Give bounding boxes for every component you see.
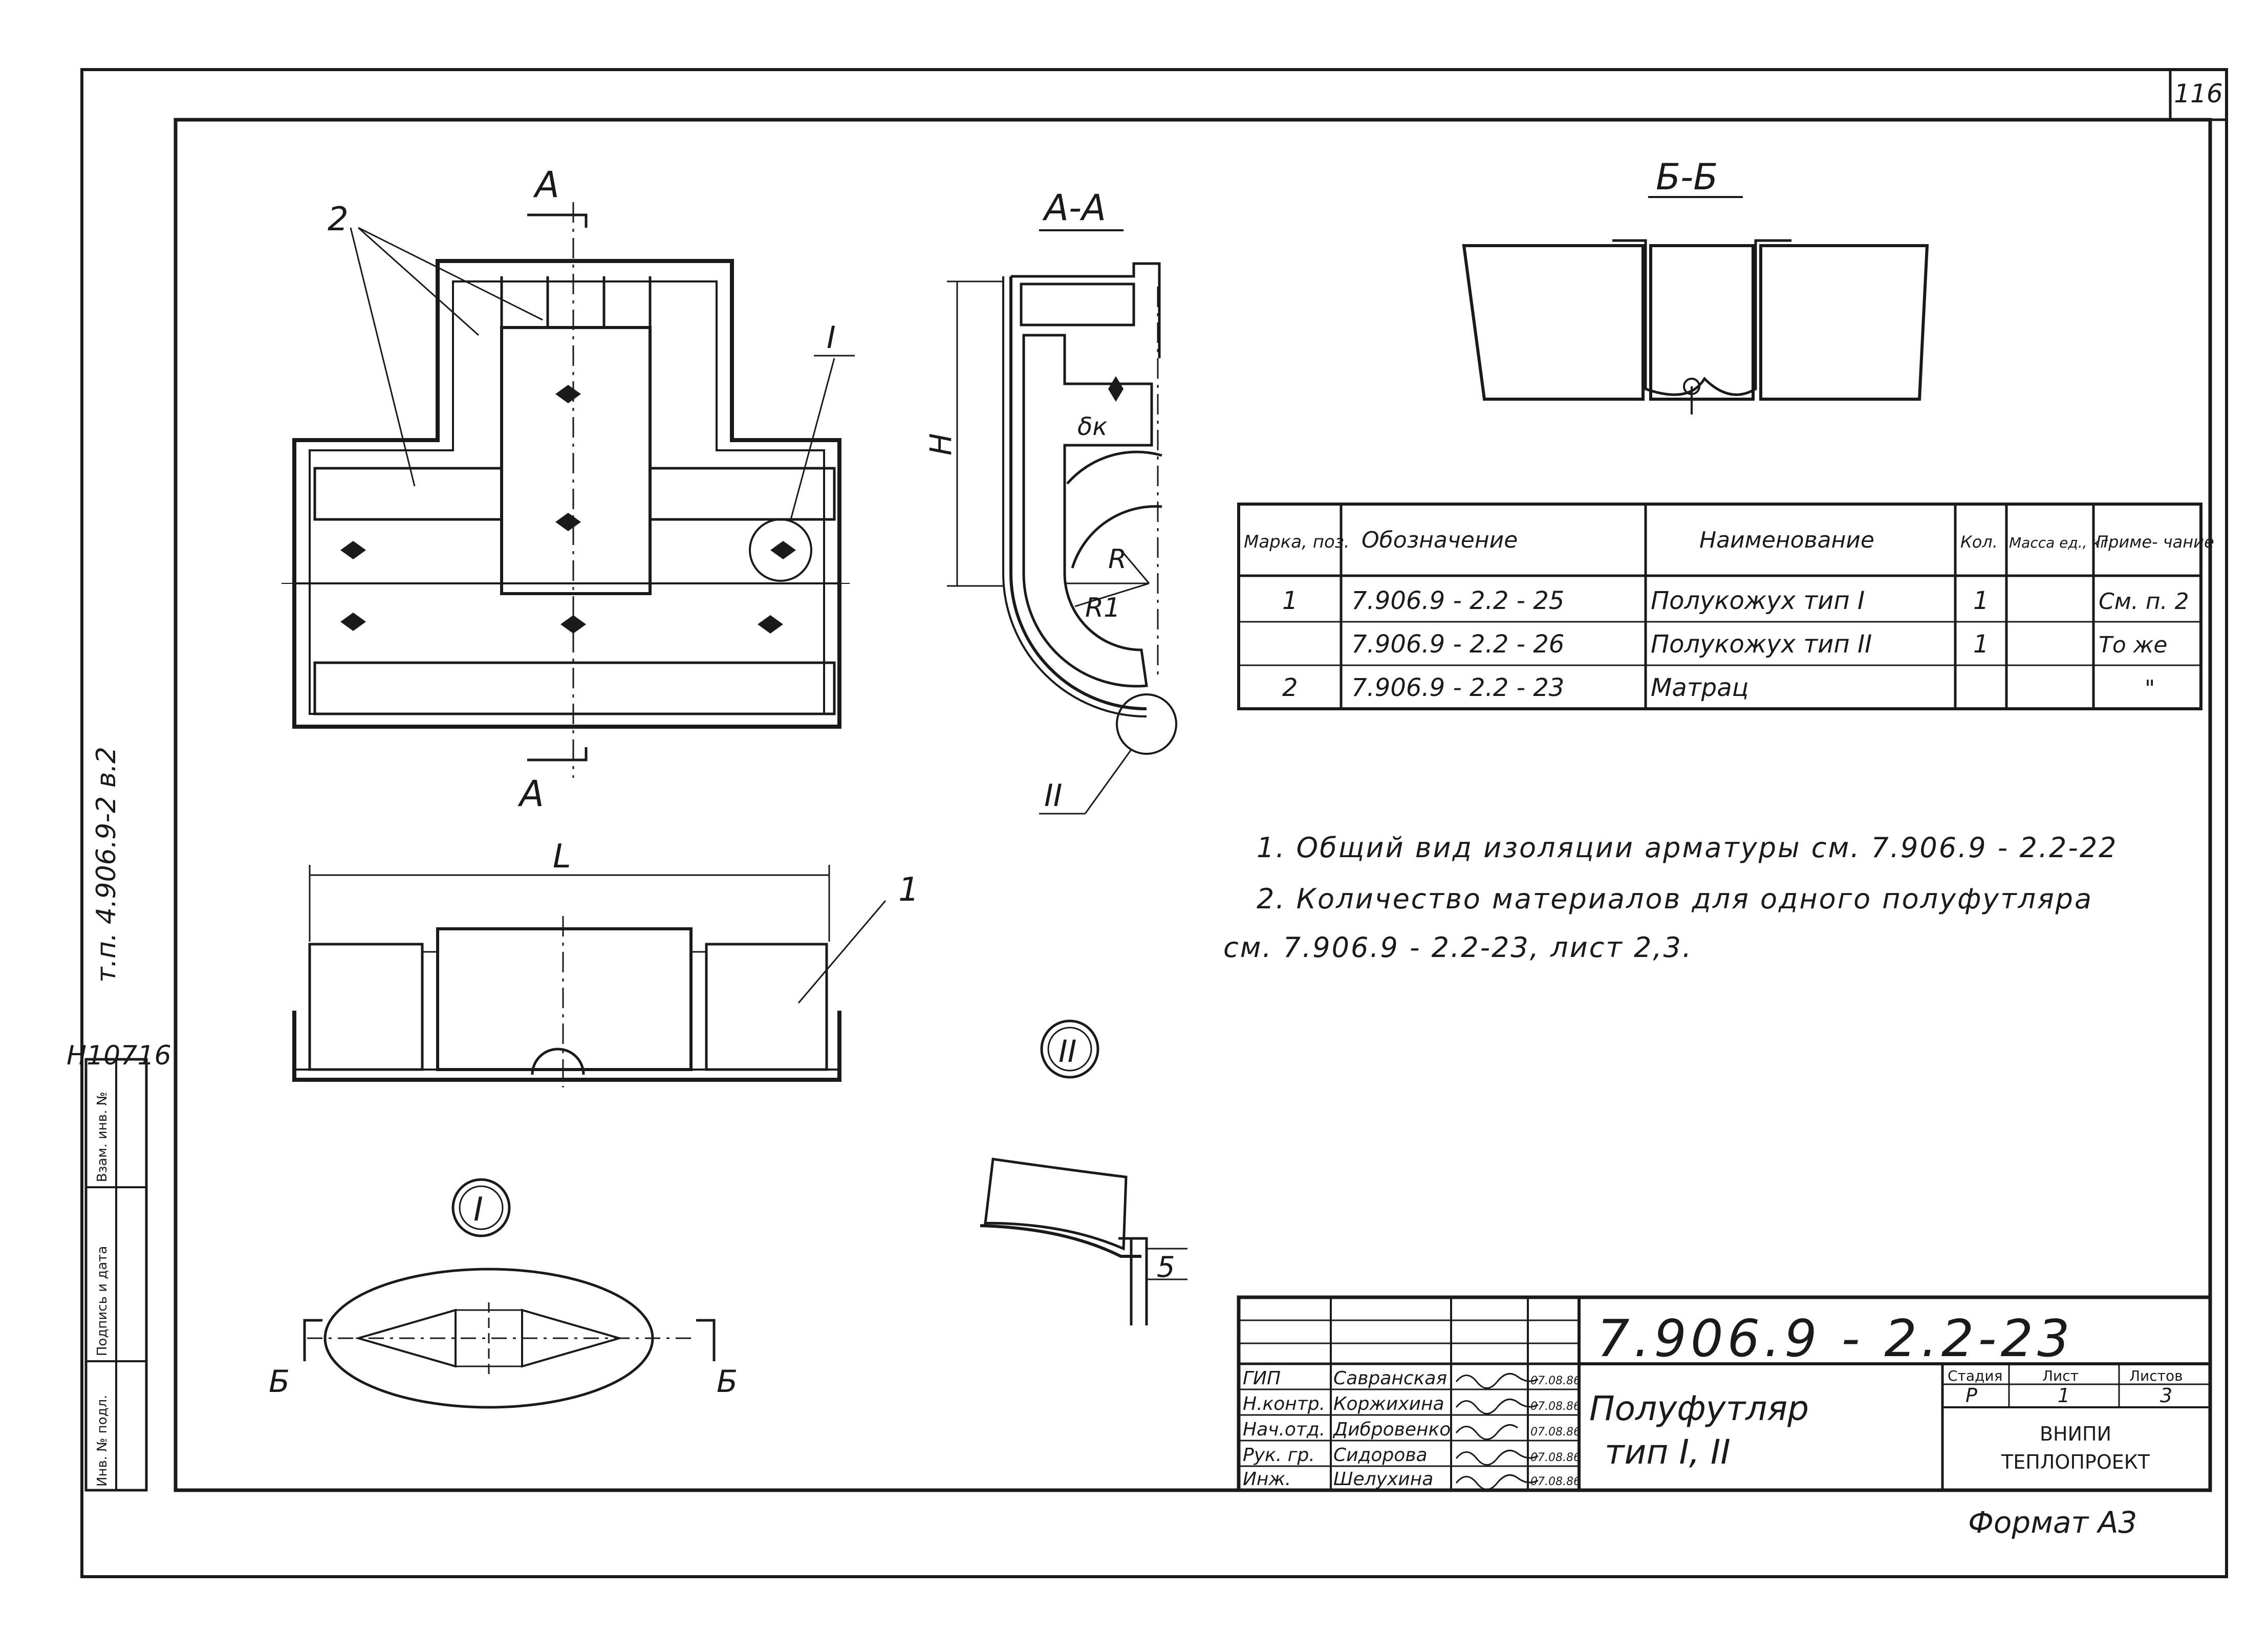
detail-2-marker: II bbox=[1059, 1034, 1076, 1070]
elevation-callout-1: 1 bbox=[898, 871, 919, 909]
stage-header: Стадия bbox=[1948, 1367, 2002, 1384]
plan-cut-label-top: А bbox=[533, 164, 559, 206]
staff-date: 07.08.86 bbox=[1530, 1475, 1581, 1488]
spec-cell: 7.906.9 - 2.2 - 26 bbox=[1351, 630, 1564, 659]
sheet-value: 1 bbox=[2058, 1384, 2070, 1407]
staff-row: Рук. гр. Сидорова 07.08.86 bbox=[1243, 1445, 1581, 1466]
signatures bbox=[1455, 1372, 1539, 1490]
staff-row: Инж. Шелухина 07.08.86 bbox=[1243, 1469, 1581, 1490]
section-aa-dim-H: H bbox=[923, 433, 958, 455]
document-title-line-2: тип I, II bbox=[1605, 1432, 1731, 1472]
plan-cut-label-bottom: А bbox=[517, 773, 544, 815]
spec-cell: " bbox=[2145, 676, 2155, 702]
elevation-view bbox=[292, 865, 887, 1087]
staff-date: 07.08.86 bbox=[1530, 1426, 1581, 1439]
staff-date: 07.08.86 bbox=[1530, 1451, 1581, 1464]
section-aa-detail-marker: II bbox=[1044, 778, 1062, 814]
note-1: 1. Общий вид изоляции арматуры см. 7.906… bbox=[1257, 832, 2118, 864]
detail-1-marker: I bbox=[473, 1191, 483, 1229]
staff-role: Инж. bbox=[1243, 1469, 1291, 1490]
spec-header-note: Приме- чание bbox=[2096, 532, 2214, 552]
section-aa-title: А-А bbox=[1042, 187, 1106, 229]
section-bb bbox=[1462, 196, 1929, 415]
sheet-header: Лист bbox=[2042, 1367, 2079, 1384]
stage-value: Р bbox=[1965, 1384, 1977, 1407]
spec-cell: Полукожух тип II bbox=[1651, 630, 1872, 659]
staff-name: Шелухина bbox=[1333, 1469, 1433, 1490]
staff-role: Нач.отд. bbox=[1243, 1419, 1325, 1440]
section-aa-radius-inner: R1 bbox=[1085, 593, 1120, 623]
note-2: 2. Количество материалов для одного полу… bbox=[1257, 883, 2093, 915]
staff-role: ГИП bbox=[1243, 1368, 1281, 1389]
document-title-line-1: Полуфутляр bbox=[1589, 1389, 1809, 1428]
spec-cell: 7.906.9 - 2.2 - 25 bbox=[1351, 586, 1564, 615]
spec-cell: То же bbox=[2099, 632, 2168, 658]
staff-name: Сидорова bbox=[1333, 1445, 1428, 1466]
spec-table-grid bbox=[1237, 503, 2202, 710]
spec-header-mark: Марка, поз. bbox=[1244, 532, 1350, 552]
section-aa-radius: R bbox=[1108, 544, 1127, 575]
spec-table-row: 7.906.9 - 2.2 - 26 Полукожух тип II 1 То… bbox=[1351, 630, 2168, 659]
title-block-grid bbox=[1237, 1295, 2212, 1492]
staff-row: ГИП Савранская 07.08.86 bbox=[1243, 1368, 1581, 1389]
spec-table-row: 2 7.906.9 - 2.2 - 23 Матрац " bbox=[1282, 673, 2155, 702]
spec-cell: 1 bbox=[1973, 630, 1989, 659]
side-inventory-label: Н10716 bbox=[67, 1040, 171, 1071]
side-series-label: т.п. 4.906.9-2 в.2 bbox=[91, 747, 122, 983]
detail-1 bbox=[303, 1178, 716, 1409]
staff-date: 07.08.86 bbox=[1530, 1400, 1581, 1413]
spec-table-header: Марка, поз. Обозначение Наименование Кол… bbox=[1244, 527, 2214, 553]
spec-header-designation: Обозначение bbox=[1362, 527, 1518, 553]
spec-cell: См. п. 2 bbox=[2099, 589, 2189, 615]
org-line-2: ТЕПЛОПРОЕКТ bbox=[2001, 1451, 2150, 1473]
side-stamp: Инв. № подл. Подпись и дата Взам. инв. № bbox=[84, 1058, 148, 1492]
detail-1-cut-right: Б bbox=[717, 1364, 738, 1400]
section-bb-title: Б-Б bbox=[1656, 156, 1718, 198]
side-stamp-field-3: Взам. инв. № bbox=[95, 1092, 110, 1182]
page-number: 116 bbox=[2174, 79, 2222, 108]
side-stamp-field-2: Подпись и дата bbox=[95, 1246, 110, 1356]
section-aa-thickness: δк bbox=[1077, 412, 1107, 441]
section-aa bbox=[947, 229, 1177, 815]
staff-row: Н.контр. Коржихина 07.08.86 bbox=[1243, 1393, 1581, 1414]
plan-detail-marker: I bbox=[827, 320, 836, 356]
plan-callout-2: 2 bbox=[328, 201, 349, 238]
staff-name: Дибровенко bbox=[1332, 1419, 1451, 1440]
note-3: см. 7.906.9 - 2.2-23, лист 2,3. bbox=[1223, 931, 1693, 964]
staff-row: Нач.отд. Дибровенко 07.08.86 bbox=[1243, 1419, 1581, 1440]
spec-cell: 7.906.9 - 2.2 - 23 bbox=[1351, 673, 1564, 702]
detail-1-cut-left: Б bbox=[269, 1364, 290, 1400]
staff-name: Савранская bbox=[1333, 1368, 1447, 1389]
sheet-border bbox=[80, 68, 2228, 1578]
sheets-value: 3 bbox=[2160, 1384, 2172, 1407]
detail-2 bbox=[980, 1019, 1187, 1325]
spec-cell: 2 bbox=[1282, 673, 1298, 702]
staff-role: Рук. гр. bbox=[1243, 1445, 1315, 1466]
sheets-header: Листов bbox=[2129, 1367, 2183, 1384]
staff-date: 07.08.86 bbox=[1530, 1375, 1581, 1387]
spec-table-row: 1 7.906.9 - 2.2 - 25 Полукожух тип I 1 С… bbox=[1282, 586, 2189, 615]
spec-cell: Полукожух тип I bbox=[1651, 586, 1865, 615]
format-note: Формат А3 bbox=[1968, 1505, 2137, 1540]
document-code: 7.906.9 - 2.2-23 bbox=[1597, 1309, 2074, 1368]
spec-cell: Матрац bbox=[1651, 673, 1748, 702]
org-line-1: ВНИПИ bbox=[2040, 1423, 2111, 1445]
plan-view bbox=[282, 202, 850, 778]
spec-header-mass: Масса ед., кг bbox=[2009, 534, 2108, 551]
spec-header-qty: Кол. bbox=[1960, 532, 1998, 552]
elevation-dim-L: L bbox=[553, 838, 571, 876]
spec-cell: 1 bbox=[1282, 586, 1298, 615]
spec-cell: 1 bbox=[1973, 586, 1989, 615]
staff-name: Коржихина bbox=[1333, 1393, 1444, 1414]
spec-header-name: Наименование bbox=[1699, 527, 1874, 553]
detail-2-dimension: 5 bbox=[1157, 1251, 1175, 1284]
staff-role: Н.контр. bbox=[1243, 1393, 1325, 1414]
side-stamp-field-1: Инв. № подл. bbox=[95, 1395, 110, 1487]
